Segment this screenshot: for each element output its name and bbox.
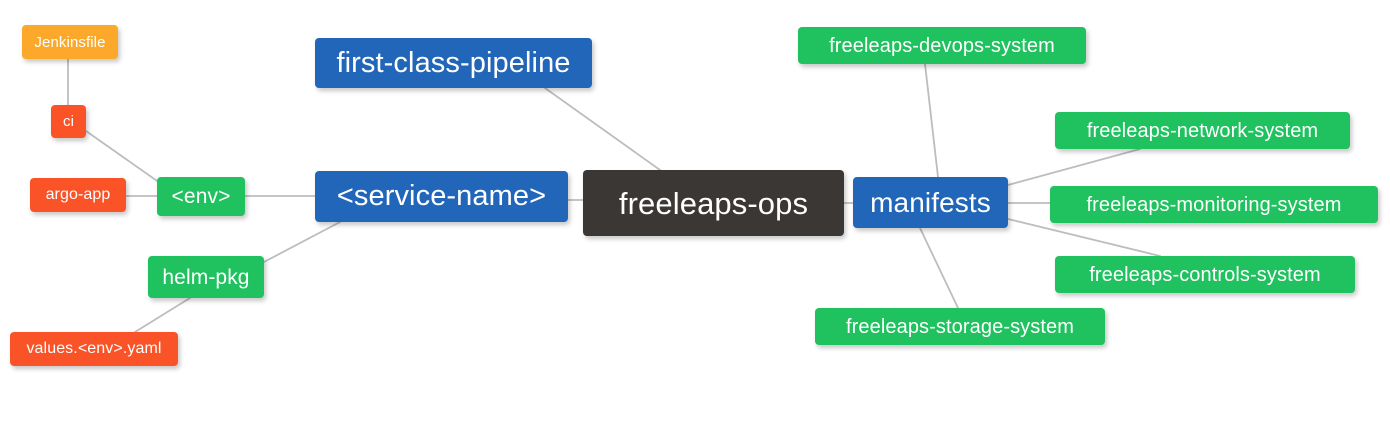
node-freeleaps-ops[interactable]: freeleaps-ops bbox=[583, 170, 844, 236]
node-label-helm-pkg: helm-pkg bbox=[162, 265, 250, 289]
node-first-class-pipeline[interactable]: first-class-pipeline bbox=[315, 38, 592, 88]
node-label-freeleaps-storage-system: freeleaps-storage-system bbox=[845, 315, 1075, 338]
edge-manifests-devops bbox=[924, 63, 939, 178]
node-freeleaps-storage-system[interactable]: freeleaps-storage-system bbox=[815, 308, 1105, 345]
node-label-argo-app: argo-app bbox=[45, 186, 111, 203]
node-freeleaps-devops-system[interactable]: freeleaps-devops-system bbox=[798, 27, 1086, 64]
edge-helmpkg-servicename bbox=[263, 221, 341, 263]
node-label-first-class-pipeline: first-class-pipeline bbox=[336, 46, 571, 79]
node-env[interactable]: <env> bbox=[157, 177, 245, 216]
node-label-freeleaps-ops: freeleaps-ops bbox=[618, 185, 809, 221]
edge-manifests-network bbox=[1007, 148, 1141, 186]
node-label-freeleaps-network-system: freeleaps-network-system bbox=[1086, 119, 1319, 142]
node-helm-pkg[interactable]: helm-pkg bbox=[148, 256, 264, 298]
edge-valuesyaml-helmpkg bbox=[134, 297, 191, 333]
node-label-manifests: manifests bbox=[870, 186, 991, 218]
node-label-freeleaps-monitoring-system: freeleaps-monitoring-system bbox=[1086, 193, 1342, 216]
edge-manifests-storage bbox=[919, 227, 959, 309]
node-label-ci: ci bbox=[62, 113, 75, 130]
node-jenkinsfile[interactable]: Jenkinsfile bbox=[22, 25, 118, 59]
edge-firstclass-ops bbox=[544, 87, 661, 171]
edge-ci-env bbox=[85, 130, 161, 184]
edge-manifests-controls bbox=[1007, 218, 1161, 257]
node-ci[interactable]: ci bbox=[51, 105, 86, 138]
node-freeleaps-monitoring-system[interactable]: freeleaps-monitoring-system bbox=[1050, 186, 1378, 223]
node-freeleaps-controls-system[interactable]: freeleaps-controls-system bbox=[1055, 256, 1355, 293]
node-label-values-yaml: values.<env>.yaml bbox=[26, 340, 162, 357]
node-label-freeleaps-controls-system: freeleaps-controls-system bbox=[1089, 263, 1321, 286]
node-argo-app[interactable]: argo-app bbox=[30, 178, 126, 212]
node-service-name[interactable]: <service-name> bbox=[315, 171, 568, 222]
node-values-yaml[interactable]: values.<env>.yaml bbox=[10, 332, 178, 366]
node-label-service-name: <service-name> bbox=[336, 180, 547, 212]
node-manifests[interactable]: manifests bbox=[853, 177, 1008, 228]
node-label-env: <env> bbox=[171, 185, 231, 208]
node-label-jenkinsfile: Jenkinsfile bbox=[34, 33, 106, 51]
node-label-freeleaps-devops-system: freeleaps-devops-system bbox=[829, 34, 1055, 57]
node-freeleaps-network-system[interactable]: freeleaps-network-system bbox=[1055, 112, 1350, 149]
